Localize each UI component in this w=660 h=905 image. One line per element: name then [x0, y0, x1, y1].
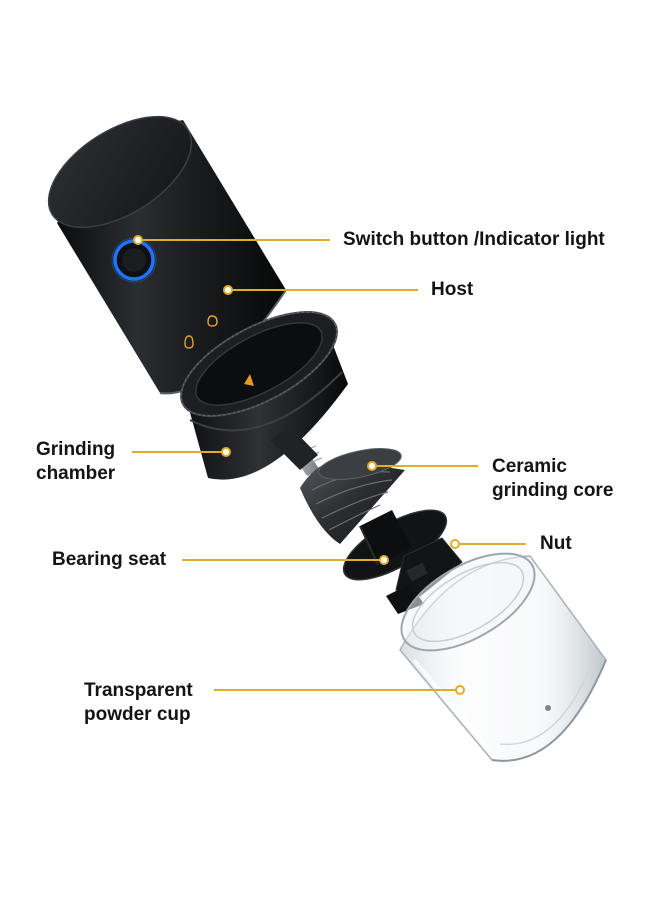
- dot-bearing: [379, 555, 389, 565]
- host-body: [47, 115, 287, 395]
- dot-nut: [450, 539, 460, 549]
- ceramic-core-part: [300, 448, 405, 544]
- label-host: Host: [431, 279, 474, 300]
- bearing-seat-part: [342, 509, 448, 581]
- label-switch-button: Switch button /Indicator light: [343, 229, 605, 250]
- power-button-icon: [111, 237, 157, 283]
- bean-size-icon: [184, 315, 218, 349]
- label-nut: Nut: [540, 533, 572, 554]
- dot-switch: [133, 235, 143, 245]
- dot-chamber: [221, 447, 231, 457]
- leader-lines: [132, 235, 526, 695]
- label-grinding-chamber-line2: chamber: [36, 463, 116, 484]
- grinding-chamber-part: [180, 311, 348, 480]
- label-powder-cup-line2: powder cup: [84, 704, 191, 725]
- dot-host: [223, 285, 233, 295]
- powder-cup-part: [399, 552, 607, 762]
- label-ceramic-core-line2: grinding core: [492, 480, 614, 501]
- dot-ceramic: [367, 461, 377, 471]
- dot-cup: [455, 685, 465, 695]
- label-ceramic-core-line1: Ceramic: [492, 456, 567, 477]
- label-ceramic-core: Ceramic grinding core: [492, 455, 613, 503]
- label-grinding-chamber-line1: Grinding: [36, 439, 116, 460]
- label-powder-cup-line1: Transparent: [84, 680, 193, 701]
- label-bearing-seat: Bearing seat: [52, 549, 167, 570]
- label-powder-cup: Transparent powder cup: [84, 679, 193, 727]
- label-grinding-chamber: Grinding chamber: [36, 438, 115, 486]
